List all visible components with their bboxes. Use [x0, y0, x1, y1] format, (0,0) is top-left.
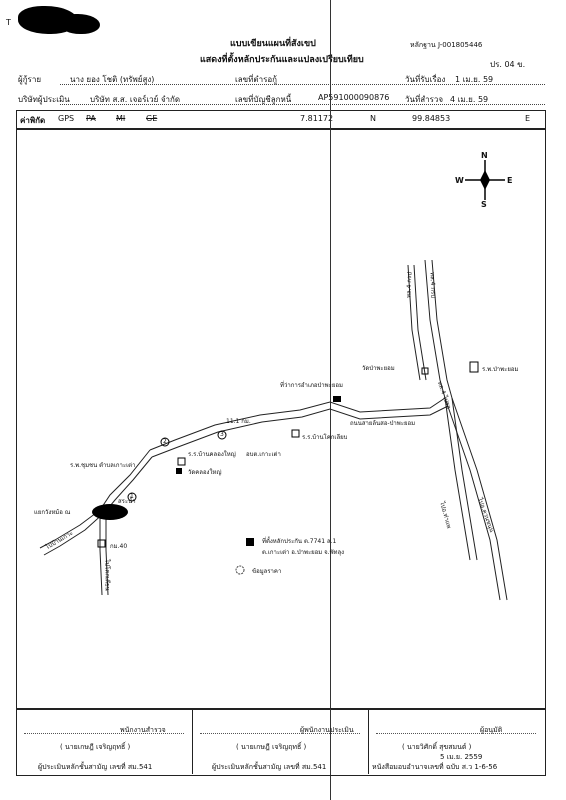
signer-footer-3: หนังสือมอบอำนาจเลขที่ ฉบับ ส.ว 1-6-56 — [372, 763, 498, 771]
price-marker-icon — [235, 565, 245, 575]
signer-role-3: ผู้อนุมัติ — [480, 726, 503, 734]
gps-lon-dir: E — [525, 114, 531, 123]
loan-number-label: เลขที่ตำรอกู้ — [235, 75, 278, 84]
pond-icon — [92, 504, 128, 520]
gps-row — [16, 110, 546, 130]
account-number-value: AP591000090876 — [318, 93, 390, 102]
map-label-km40: กม.40 — [110, 543, 128, 550]
map-label-rp-pa-phayom: ร.พ.ป่าพะยอม — [482, 366, 519, 373]
circle-3: 3 — [220, 431, 224, 438]
map-label-to-khok-klang: ไปโคกเคียน — [103, 559, 111, 591]
gps-latitude: 7.81172 — [300, 114, 334, 123]
map-label-school-ban-kho: ร.ร.บ้านโคกเลียบ — [302, 434, 348, 441]
gps-opt-mi: MI — [116, 114, 126, 123]
signer-footer-1: ผู้ประเมินหลักชั้นสามัญ เลขที่ สม.541 — [38, 763, 153, 771]
compass-icon — [465, 160, 505, 200]
school-icon — [177, 457, 186, 466]
map-label-wat-pa-phayom: วัดป่าพะยอม — [362, 365, 395, 372]
collateral-marker-icon — [246, 538, 254, 546]
temple-icon — [176, 468, 182, 474]
account-number-label: เลขที่บัญชีลูกหนี้ — [235, 95, 292, 104]
redaction-mark — [60, 14, 100, 34]
signer-footer-2: ผู้ประเมินหลักชั้นสามัญ เลขที่ สม.541 — [212, 763, 327, 771]
map-label-road-km: 11.1 กม. — [226, 418, 251, 425]
corner-mark: T — [6, 18, 11, 27]
circle-marker-icon — [160, 437, 170, 447]
km-marker-icon — [97, 539, 106, 548]
temple-icon — [421, 367, 429, 375]
appraiser-label: บริษัทผู้ประเมิน — [18, 95, 70, 104]
gps-longitude: 99.84853 — [412, 114, 451, 123]
highway-right — [407, 259, 508, 601]
district-office-icon — [333, 396, 341, 402]
gps-opt-pa: PA — [86, 114, 96, 123]
compass-n: N — [481, 151, 488, 160]
map-label-road-top-2: ทล.4 กรป — [428, 271, 437, 299]
road-left — [39, 509, 109, 596]
date-stamp: 5 เม.ย. 2559 — [440, 753, 483, 761]
survey-date-value: 4 เม.ย. 59 — [450, 95, 489, 104]
compass-w: W — [455, 176, 464, 185]
signature-block — [16, 708, 546, 776]
map-label-wat-khlong-yai: วัดคลองใหญ่ — [188, 469, 222, 476]
gps-label: ค่าพิกัด — [20, 116, 46, 125]
borrower-label: ผู้กู้ราย — [18, 75, 42, 84]
signer-name-2: ( นายเกษฎี เจริญฤทธิ์ ) — [236, 743, 307, 751]
survey-date-label: วันที่สำรวจ — [405, 95, 444, 104]
received-date-value: 1 เม.ย. 59 — [455, 75, 494, 84]
gps-opt-ge: GE — [146, 114, 158, 123]
map-label-market-sale: ข้อมูลราคา — [252, 568, 282, 575]
map-label-ko-po-yai: อบต.เกาะเต่า — [246, 451, 281, 458]
circle-1: 1 — [130, 493, 134, 500]
gps-lat-dir: N — [370, 114, 376, 123]
gps-system: GPS — [58, 114, 75, 123]
compass-e: E — [507, 176, 513, 185]
map-label-temple-pond: สระน้ำ — [118, 498, 136, 505]
document-title: แบบเขียนแผนที่สังเขป — [230, 39, 316, 49]
compass-s: S — [481, 200, 487, 209]
signer-role-1: พนักงานสำรวจ — [120, 726, 166, 734]
map-label-road-lamsin: ถนนสายล้นสอ-ป่าพะยอม — [350, 420, 416, 427]
document-subtitle: แสดงที่ตั้งหลักประกันและแปลงเปรียบเทียบ — [200, 55, 364, 65]
map-frame — [16, 128, 546, 710]
page-label: ปร. 04 ข. — [490, 60, 526, 69]
map-label-rph-sub: ร.พ.ชุมชน ตำบลเกาะเต่า — [70, 462, 136, 469]
appraiser-value: บริษัท ส.ส. เจอร์เวย์ จำกัด — [90, 95, 181, 104]
map-label-school-khlong-yai: ร.ร.บ้านคลองใหญ่ — [188, 451, 236, 458]
map-label-collateral: ที่ตั้งหลักประกัน ต.7741 ล.1 — [262, 538, 337, 545]
circle-marker-icon — [127, 492, 137, 502]
circle-marker-icon — [217, 430, 227, 440]
circle-2: 2 — [163, 438, 167, 445]
hospital-icon — [469, 361, 479, 373]
map-label-district-office: ที่ว่าการอำเภอป่าพะยอม — [280, 382, 343, 389]
map-label-market: แยกวังหม้อ ณ — [34, 509, 71, 516]
reference-number: หลักฐาน J-001805446 — [410, 41, 483, 49]
map-label-collateral-sub: ต.เกาะเต่า อ.ป่าพะยอม จ.พัทลุง — [262, 549, 345, 556]
fold-line — [330, 0, 331, 800]
map-label-road-top-1: ทล.4 กรป — [405, 271, 414, 299]
signer-name-1: ( นายเกษฎี เจริญฤทธิ์ ) — [60, 743, 131, 751]
received-date-label: วันที่รับเรื่อง — [405, 75, 446, 84]
signer-role-2: ผู้พนักงานประเมิน — [300, 726, 354, 734]
school-icon — [291, 429, 300, 438]
borrower-value: นาง ยอง โชติ (ทรัพย์สูง) — [70, 75, 155, 84]
signer-name-3: ( นายวิศักดิ์ สุขสมนต์ ) — [402, 743, 472, 751]
